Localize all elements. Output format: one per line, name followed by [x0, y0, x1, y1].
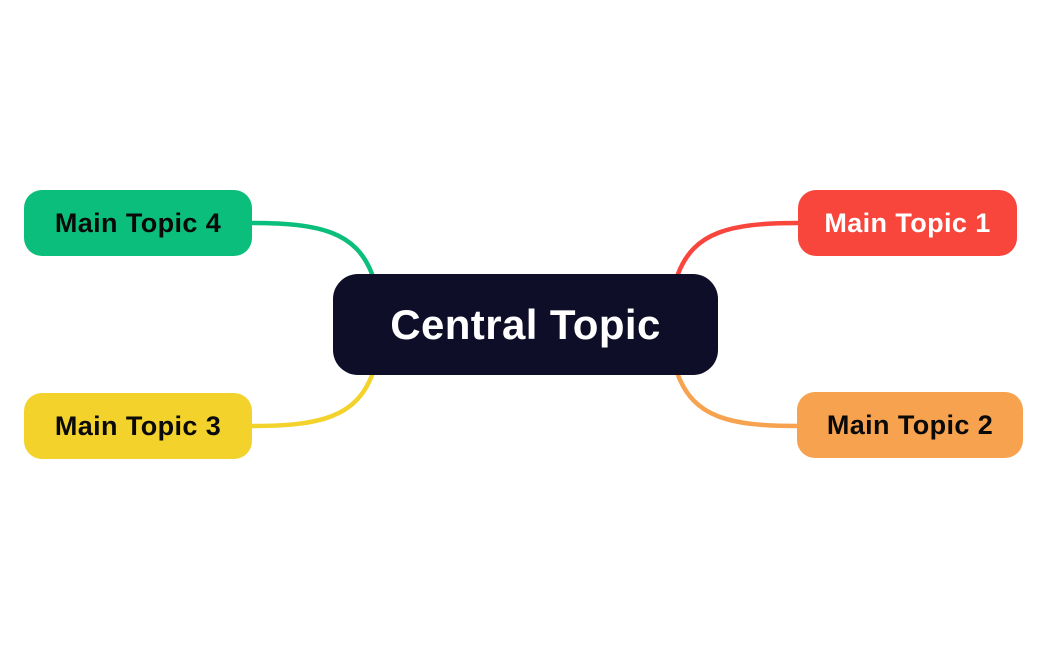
main-topic-4-label: Main Topic 4 [54, 207, 222, 238]
main-topic-3-label: Main Topic 3 [54, 410, 222, 441]
connector-main-topic-2 [675, 372, 800, 429]
main-topic-1-node[interactable]: Main Topic 1 [798, 190, 1017, 256]
connector-main-topic-1 [675, 220, 801, 277]
main-topic-4-node[interactable]: Main Topic 4 [24, 190, 252, 256]
connector-main-topic-3 [249, 372, 375, 429]
central-topic-label: Central Topic [390, 300, 661, 348]
main-topic-2-label: Main Topic 2 [826, 409, 994, 440]
main-topic-1-label: Main Topic 1 [824, 207, 991, 238]
central-topic-node[interactable]: Central Topic [333, 274, 718, 375]
main-topic-3-node[interactable]: Main Topic 3 [24, 393, 252, 459]
main-topic-2-node[interactable]: Main Topic 2 [797, 392, 1023, 458]
connector-main-topic-4 [249, 220, 375, 277]
